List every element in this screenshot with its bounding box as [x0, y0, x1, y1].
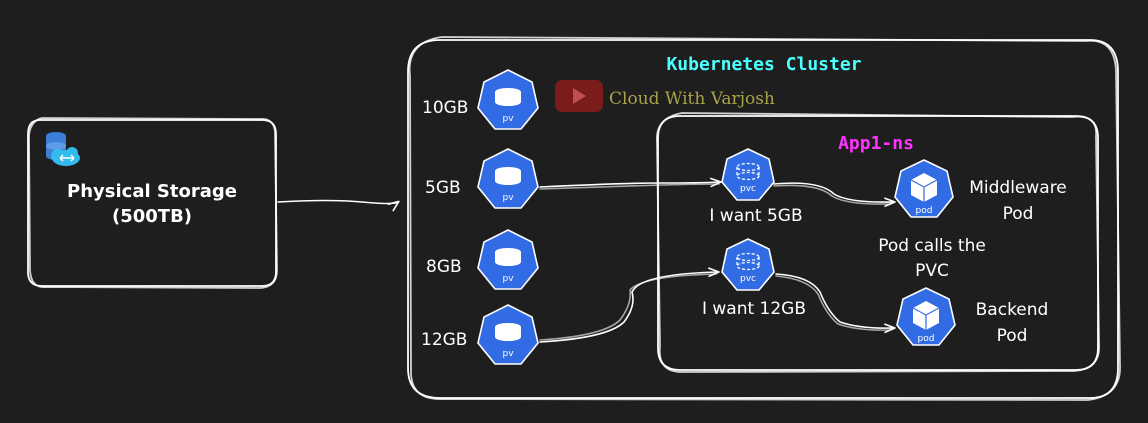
pod-label-suffix: Pod [1003, 204, 1034, 224]
pv-10gb[interactable]: 10GB pv [422, 69, 539, 130]
svg-text:pvc: pvc [740, 184, 756, 194]
svg-text:pv: pv [502, 114, 514, 124]
pvc-icon: pvc [721, 148, 775, 201]
svg-text:pv: pv [502, 274, 514, 284]
pod-icon: pod [894, 159, 954, 218]
pv-icon: pv [477, 304, 539, 365]
pv-size-label: 12GB [421, 330, 467, 350]
svg-text:pvc: pvc [740, 274, 756, 284]
note-text-continued: PVC [915, 261, 949, 281]
pod-middleware[interactable]: pod Middleware Pod [894, 159, 1067, 224]
pv-icon: pv [477, 148, 539, 209]
namespace-box[interactable]: App1-ns [656, 112, 1100, 373]
namespace-title: App1-ns [838, 133, 914, 154]
note-text: Pod calls the [878, 236, 986, 256]
pvc12-to-backend-arrow-sketch [775, 275, 891, 331]
pvc-caption: I want 12GB [702, 299, 806, 319]
pod-backend[interactable]: pod Backend Pod [896, 287, 1049, 346]
storage-cloud-icon [46, 132, 80, 166]
kubernetes-cluster-box[interactable]: Kubernetes Cluster [407, 36, 1121, 401]
pvc12-to-backend-arrow [775, 273, 896, 334]
svg-text:pv: pv [502, 349, 514, 359]
watermark-text: Cloud With Varjosh [609, 89, 775, 109]
pv12-to-pvc-arrow [539, 267, 720, 343]
pvc-icon: pvc [721, 238, 775, 291]
cluster-title: Kubernetes Cluster [666, 54, 861, 75]
pv5-to-pvc-arrow-sketch [539, 183, 720, 190]
physical-storage-node[interactable]: Physical Storage (500TB) [27, 117, 278, 289]
pod-label: Middleware [969, 178, 1067, 198]
svg-text:pod: pod [918, 334, 935, 344]
storage-to-cluster-arrow [277, 199, 400, 212]
pvc-12gb[interactable]: pvc I want 12GB [702, 238, 806, 319]
pv5-to-pvc-arrow [539, 177, 722, 188]
watermark: Cloud With Varjosh [555, 80, 775, 112]
pv-size-label: 5GB [425, 178, 461, 198]
svg-text:pod: pod [916, 206, 933, 216]
pv-8gb[interactable]: 8GB pv [426, 229, 539, 290]
pv-icon: pv [477, 229, 539, 290]
pod-label-suffix: Pod [997, 326, 1028, 346]
physical-storage-capacity: (500TB) [112, 206, 192, 227]
pvc5-to-middleware-arrow [773, 182, 896, 207]
pod-label: Backend [976, 300, 1049, 320]
pv-icon: pv [477, 69, 539, 130]
pv-size-label: 10GB [422, 98, 468, 118]
pv12-to-pvc-arrow-sketch [539, 273, 717, 341]
pv-12gb[interactable]: 12GB pv [421, 304, 539, 365]
pv-size-label: 8GB [426, 257, 462, 277]
pv-5gb[interactable]: 5GB pv [425, 148, 539, 209]
pvc-5gb[interactable]: pvc I want 5GB [709, 148, 803, 226]
pod-icon: pod [896, 287, 956, 346]
svg-text:pv: pv [502, 193, 514, 203]
pvc-caption: I want 5GB [709, 206, 802, 226]
physical-storage-label: Physical Storage [67, 181, 237, 202]
pvc5-to-middleware-arrow-sketch [773, 184, 891, 205]
